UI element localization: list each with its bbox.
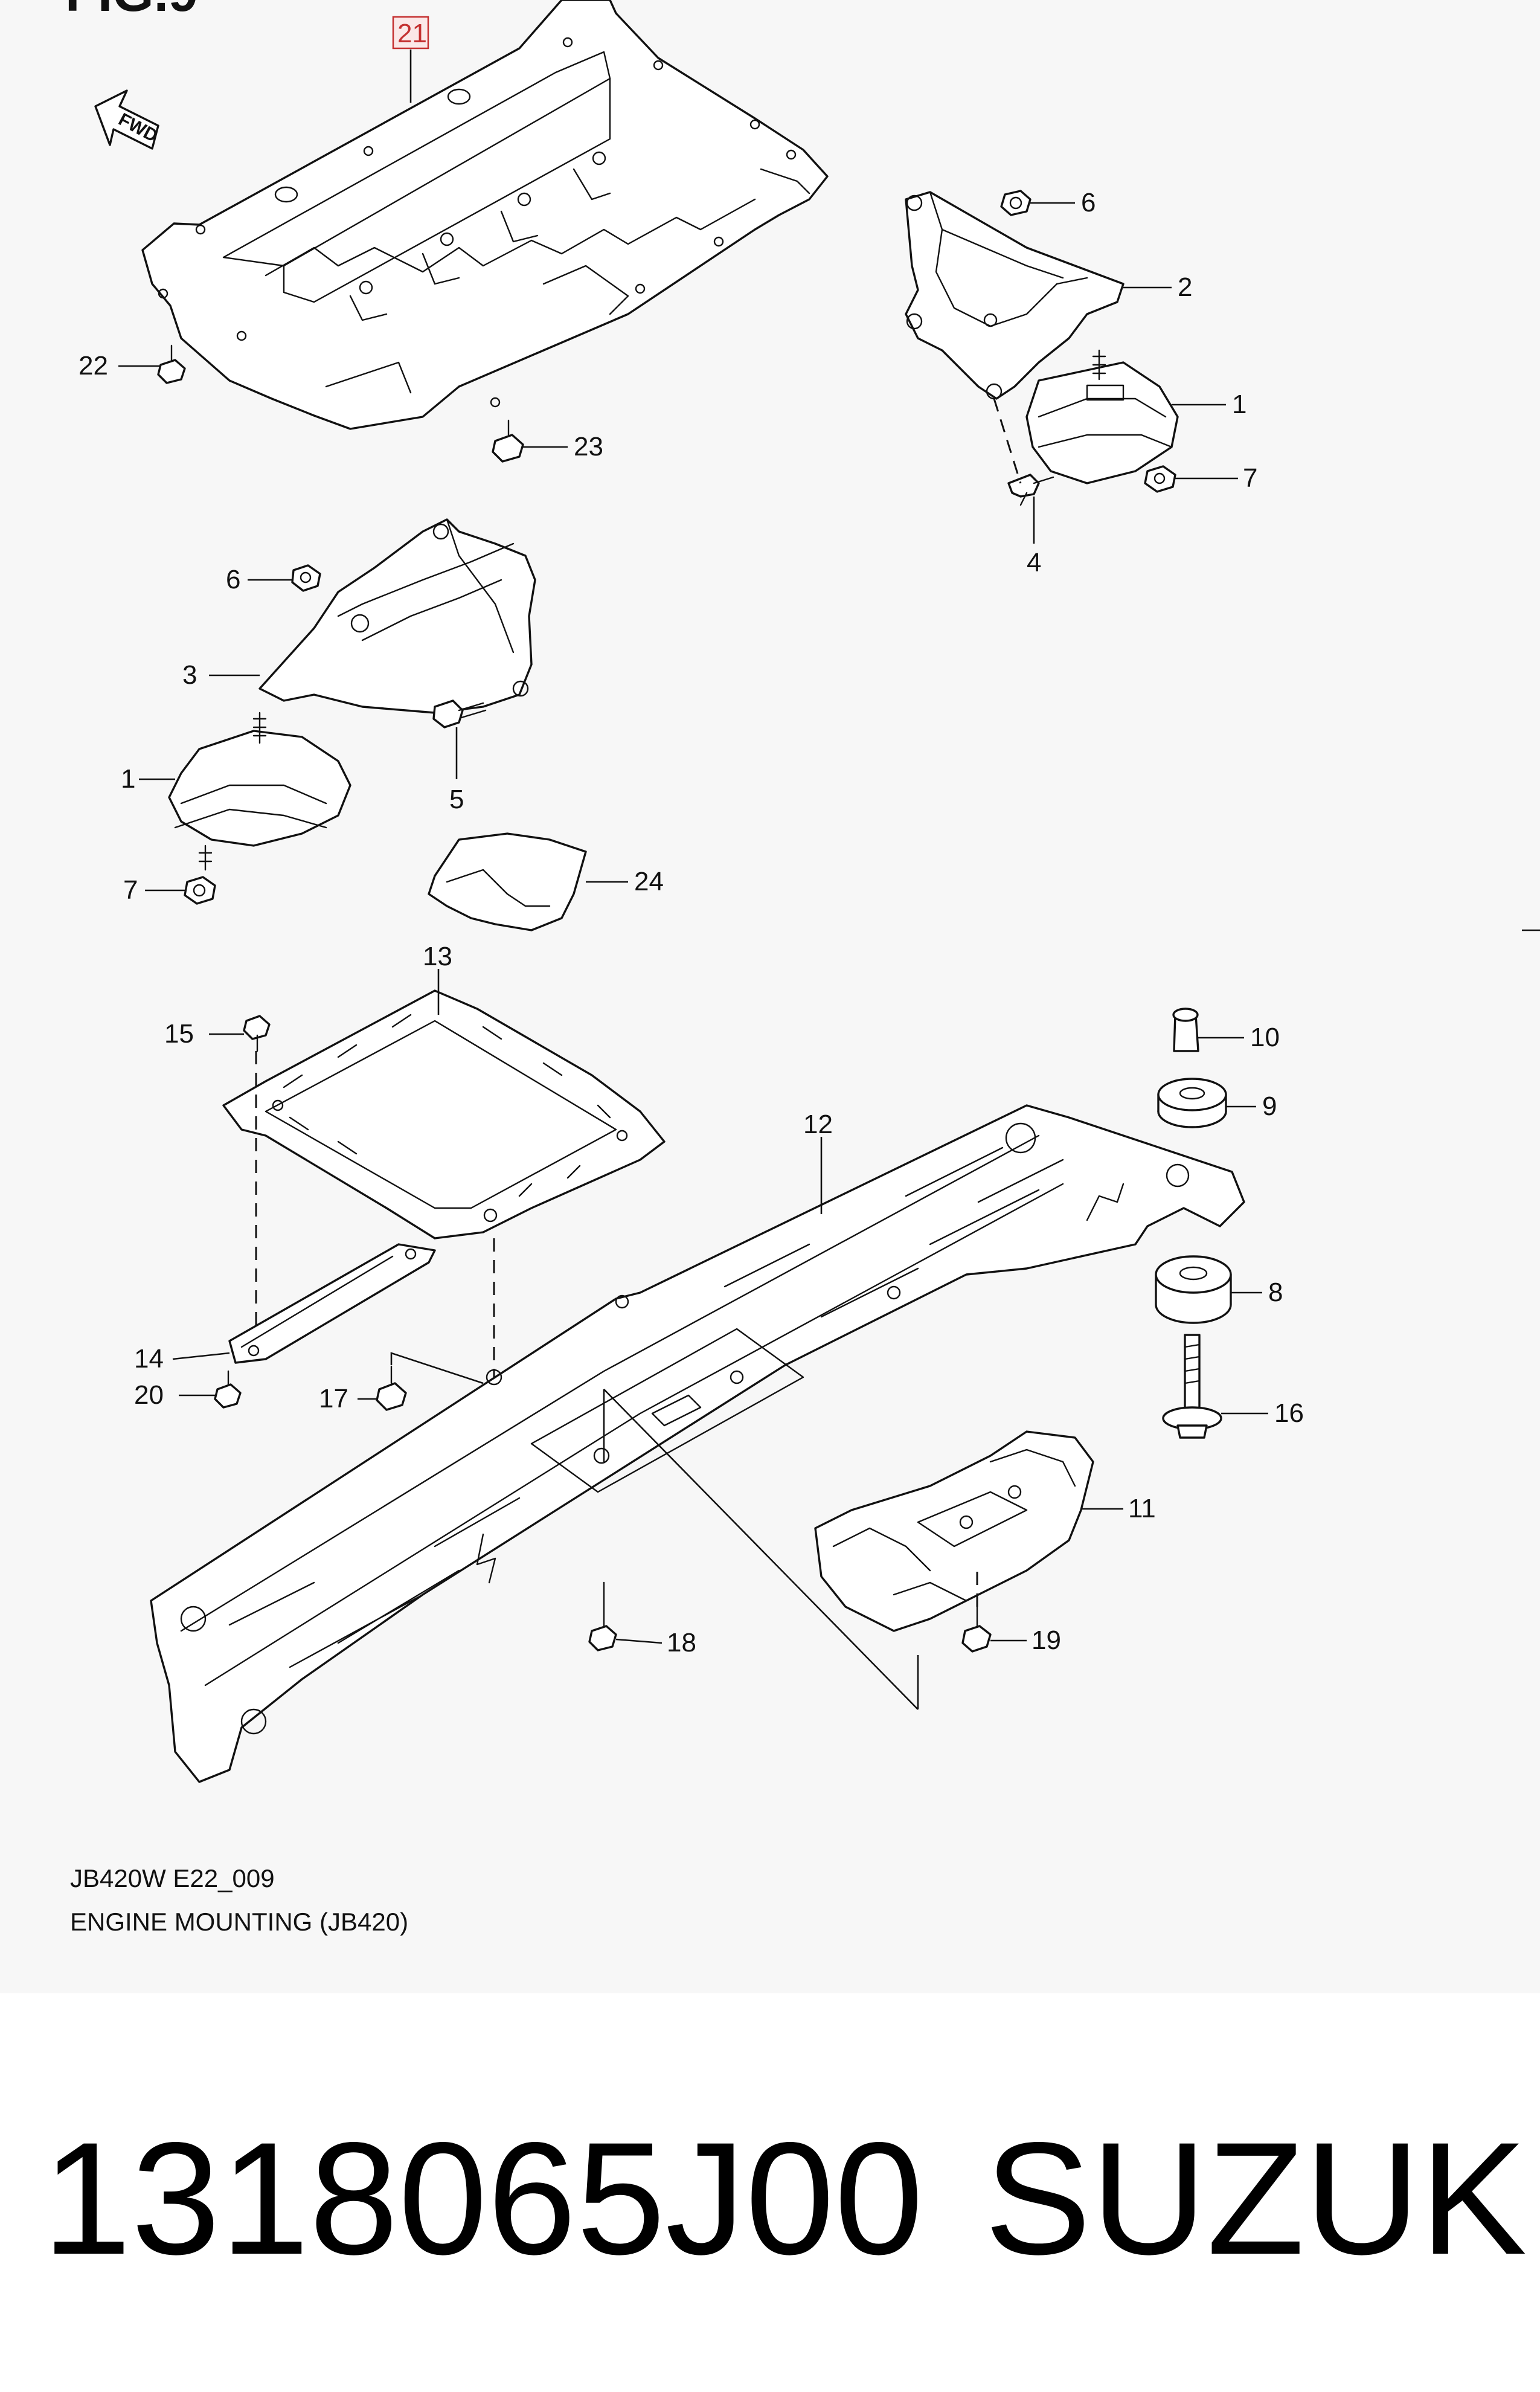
assembly-line	[993, 398, 1022, 484]
bolt-icon	[961, 1606, 992, 1653]
parts-diagram: FIG.9 FWD	[65, 0, 1540, 1936]
callout-12[interactable]: 12	[803, 1110, 833, 1139]
callout-22[interactable]: 22	[79, 351, 108, 381]
transmission-mount	[814, 1430, 1094, 1632]
engine-mount-rh	[1025, 349, 1179, 484]
callout-17[interactable]: 17	[319, 1384, 348, 1413]
callout-5[interactable]: 5	[449, 785, 464, 814]
bolt-icon	[432, 699, 487, 728]
frame-panel	[222, 989, 666, 1239]
engine-under-cover	[141, 0, 829, 430]
callout-highlight-box	[392, 16, 429, 50]
callout-6-lower[interactable]: 6	[226, 565, 240, 594]
forward-arrow-icon: FWD	[94, 89, 161, 150]
part-number: 1318065J00	[42, 2109, 923, 2288]
callout-8[interactable]: 8	[1268, 1278, 1283, 1307]
callout-7-right[interactable]: 7	[1243, 463, 1257, 493]
bolt-icon	[376, 1365, 407, 1411]
callout-21[interactable]: 21	[397, 19, 427, 48]
sleeve-collar	[1172, 1008, 1199, 1052]
crossmember-plate	[150, 1104, 1245, 1783]
callout-23[interactable]: 23	[574, 432, 603, 461]
callout-15[interactable]: 15	[164, 1019, 194, 1049]
upper-cushion	[1157, 1078, 1227, 1128]
diagram-title: ENGINE MOUNTING (JB420)	[70, 1908, 408, 1936]
callout-14[interactable]: 14	[134, 1344, 164, 1374]
nut-icon	[1144, 465, 1176, 493]
assembly-line	[603, 1389, 919, 1710]
support-rail	[228, 1243, 436, 1364]
callout-9[interactable]: 9	[1262, 1092, 1277, 1121]
figure-label: FIG.9	[65, 0, 198, 22]
assembly-line	[390, 1352, 484, 1384]
callout-20[interactable]: 20	[134, 1380, 164, 1410]
callout-7-left[interactable]: 7	[123, 875, 138, 905]
callout-3[interactable]: 3	[182, 660, 197, 690]
leader-lines	[118, 50, 1540, 1644]
heat-protector-plate	[428, 832, 587, 931]
callout-24[interactable]: 24	[634, 867, 664, 896]
footer	[0, 1993, 1540, 2392]
callout-10[interactable]: 10	[1250, 1023, 1280, 1052]
diagram-code: JB420W E22_009	[70, 1864, 275, 1892]
callout-13[interactable]: 13	[423, 942, 452, 971]
engine-mount-bracket-lh	[258, 518, 536, 714]
callout-2[interactable]: 2	[1178, 272, 1192, 302]
callout-18[interactable]: 18	[667, 1628, 696, 1657]
bolt-icon	[157, 344, 186, 384]
callout-1-right[interactable]: 1	[1232, 390, 1246, 419]
bolt-icon	[243, 1015, 271, 1052]
mounting-bolt	[1162, 1334, 1222, 1439]
callout-4[interactable]: 4	[1027, 548, 1041, 577]
callout-19[interactable]: 19	[1031, 1625, 1061, 1655]
nut-icon	[184, 876, 216, 905]
nut-icon	[1000, 190, 1031, 216]
bolt-icon	[214, 1370, 242, 1409]
clip-icon	[492, 419, 524, 463]
callout-16[interactable]: 16	[1274, 1398, 1304, 1428]
callout-1-left[interactable]: 1	[121, 764, 135, 794]
brand-name: SUZUKI	[984, 2109, 1540, 2288]
callout-11[interactable]: 11	[1128, 1494, 1156, 1523]
nut-icon	[291, 564, 321, 592]
engine-mount-bracket-rh	[905, 191, 1125, 400]
bolt-icon	[1007, 474, 1054, 506]
engine-mount-lh	[168, 712, 351, 871]
lower-cushion	[1155, 1255, 1232, 1324]
callout-6-upper[interactable]: 6	[1081, 188, 1096, 217]
bolt-icon	[588, 1581, 617, 1651]
